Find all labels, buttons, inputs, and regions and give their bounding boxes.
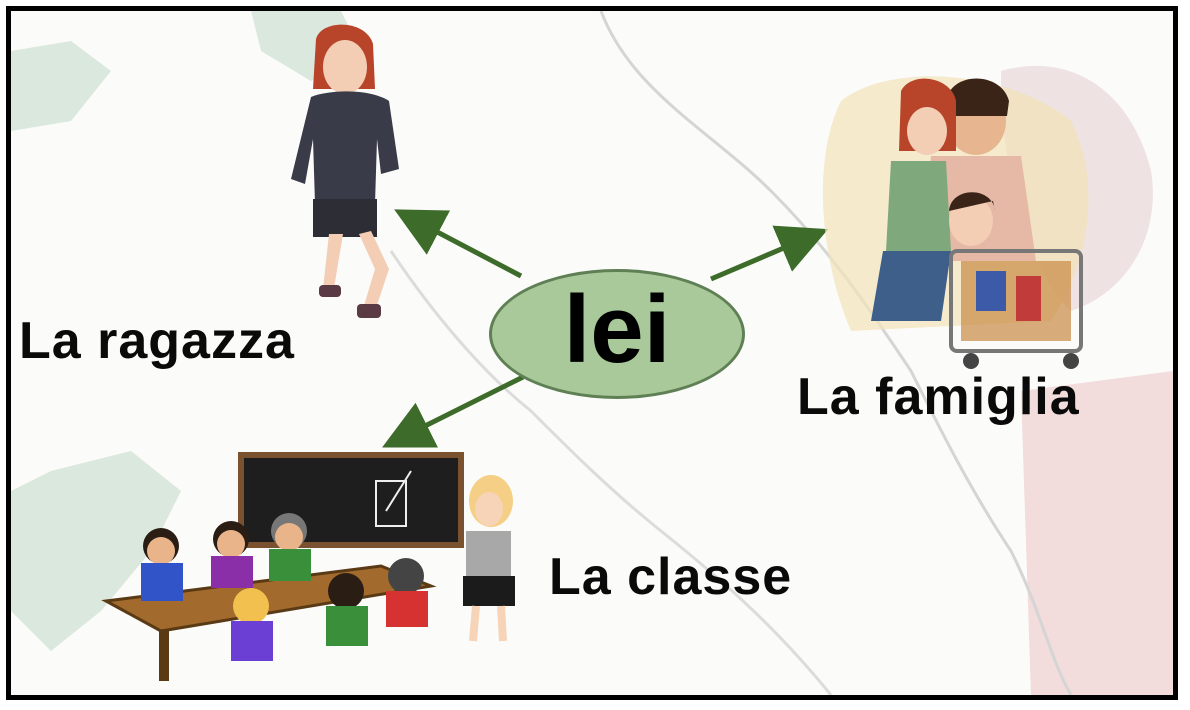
- label-la-famiglia: La famiglia: [797, 368, 1080, 426]
- slide-frame: La ragazza La famiglia La classe lei: [6, 6, 1178, 700]
- family-shopping-illustration: [822, 76, 1089, 369]
- center-ellipse: lei: [489, 269, 745, 399]
- center-word: lei: [563, 276, 671, 383]
- classroom-illustration: [101, 452, 515, 681]
- arrow-to-famiglia: [710, 225, 829, 282]
- girl-running-illustration: [291, 24, 399, 318]
- arrow-to-classe: [382, 374, 525, 448]
- arrows-layer: [382, 209, 829, 448]
- label-la-ragazza: La ragazza: [19, 312, 295, 370]
- label-la-classe: La classe: [549, 548, 793, 606]
- arrow-to-ragazza: [394, 209, 523, 279]
